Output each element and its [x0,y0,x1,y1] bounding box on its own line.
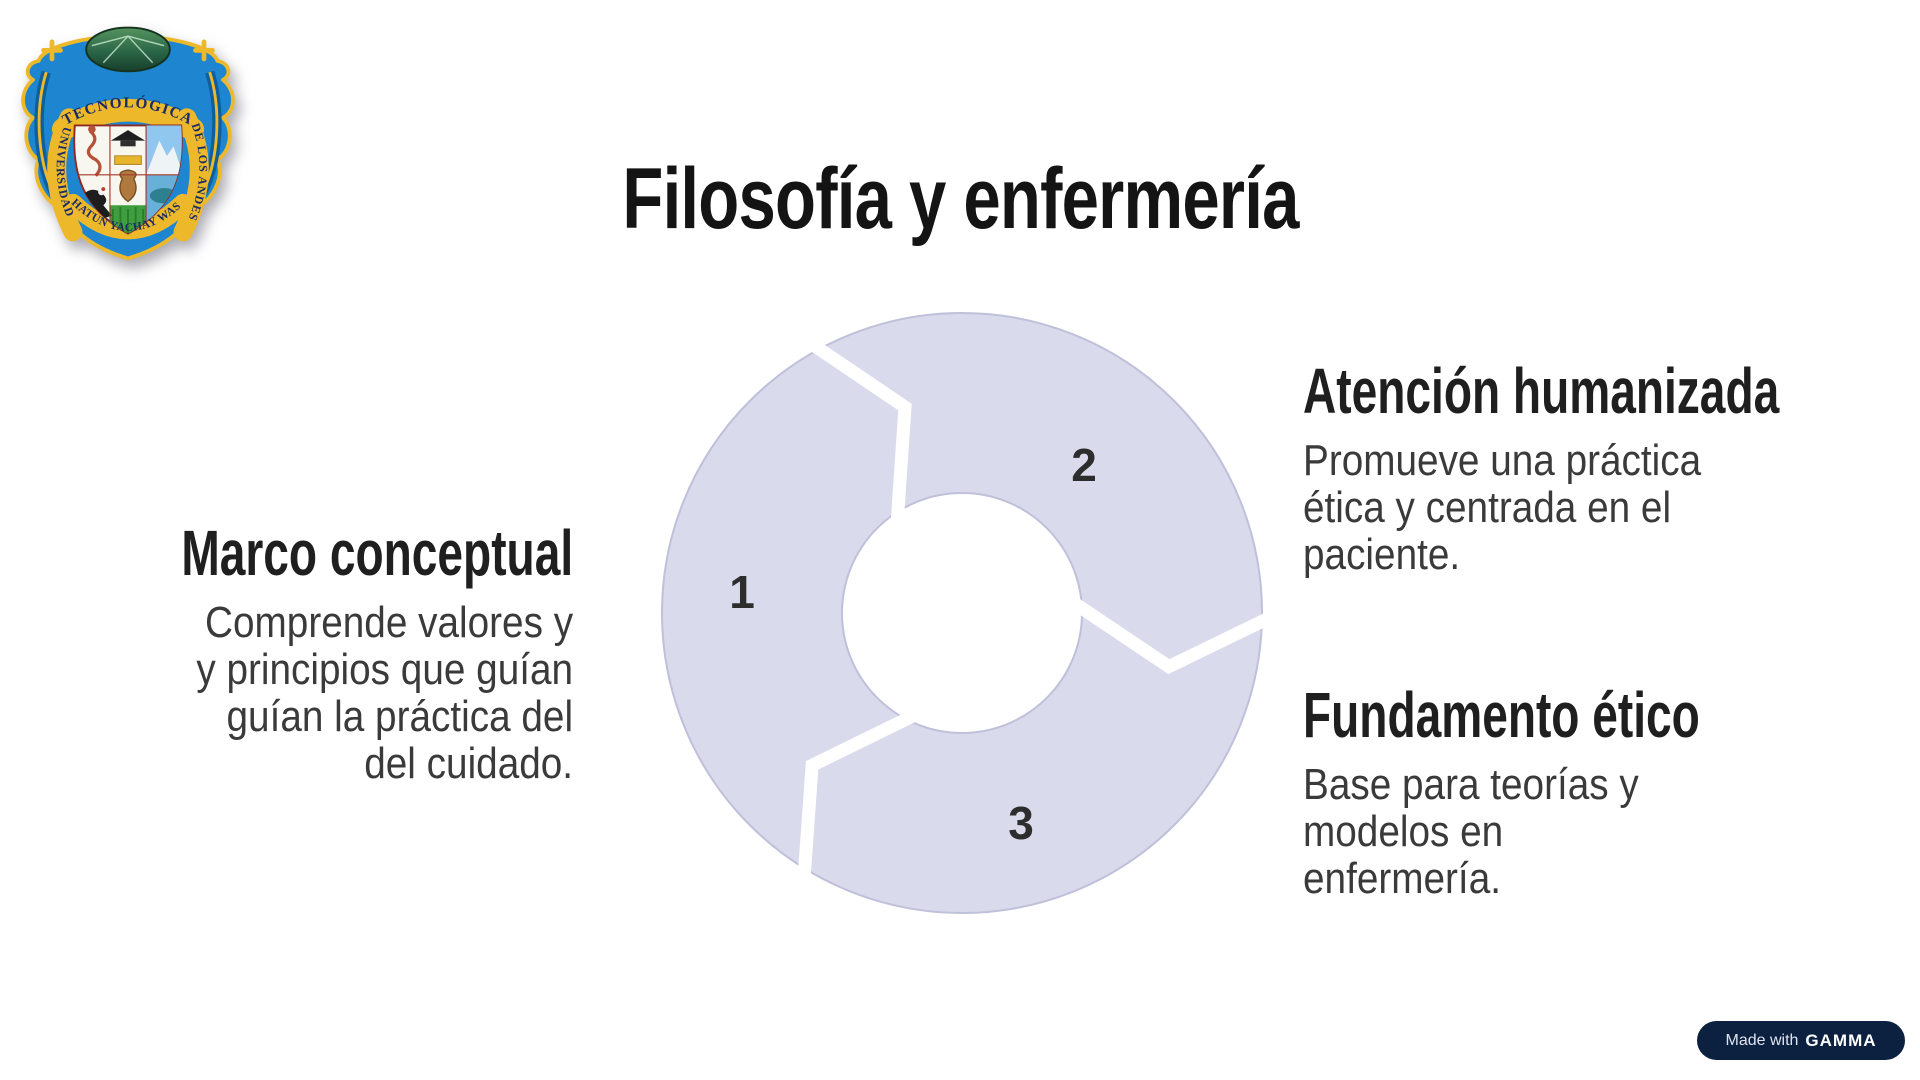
donut-ring [662,313,1262,913]
crest-stone [85,26,171,73]
made-with-gamma-badge[interactable]: Made with GAMMA [1697,1021,1905,1060]
crest-gold-bands [47,98,209,242]
segment-3-number: 3 [1008,797,1034,849]
block-heading: Fundamento ético [1303,679,1700,751]
finial-left [41,39,63,62]
block-fundamento-etico: Fundamento ético Base para teorías y mod… [1303,679,1903,903]
block-atencion-humanizada: Atención humanizada Promueve una práctic… [1303,355,1903,579]
block-heading: Marco conceptual [181,517,573,589]
gamma-logo: GAMMA [1805,1030,1877,1050]
donut-outer-border [661,312,1263,914]
block-body: Comprende valores y y principios que guí… [196,598,573,788]
segment-2-number: 2 [1071,439,1097,491]
segment-separators [796,332,1272,889]
block-body: Base para teorías y modelos en enfermerí… [1303,760,1639,903]
block-body: Promueve una práctica ética y centrada e… [1303,436,1702,579]
block-marco-conceptual: Marco conceptual Comprende valores y y p… [0,517,573,788]
finial-right [193,39,215,62]
university-logo: TECNOLÓGICA UNIVERSIDAD DE LOS ANDES HAT… [14,16,235,261]
block-heading: Atención humanizada [1303,355,1780,427]
cycle-diagram: 1 2 3 [661,312,1272,914]
badge-prefix: Made with [1725,1031,1799,1049]
segment-1-number: 1 [729,566,755,618]
donut-inner-border [841,492,1083,734]
page-title: Filosofía y enfermería [621,151,1299,247]
